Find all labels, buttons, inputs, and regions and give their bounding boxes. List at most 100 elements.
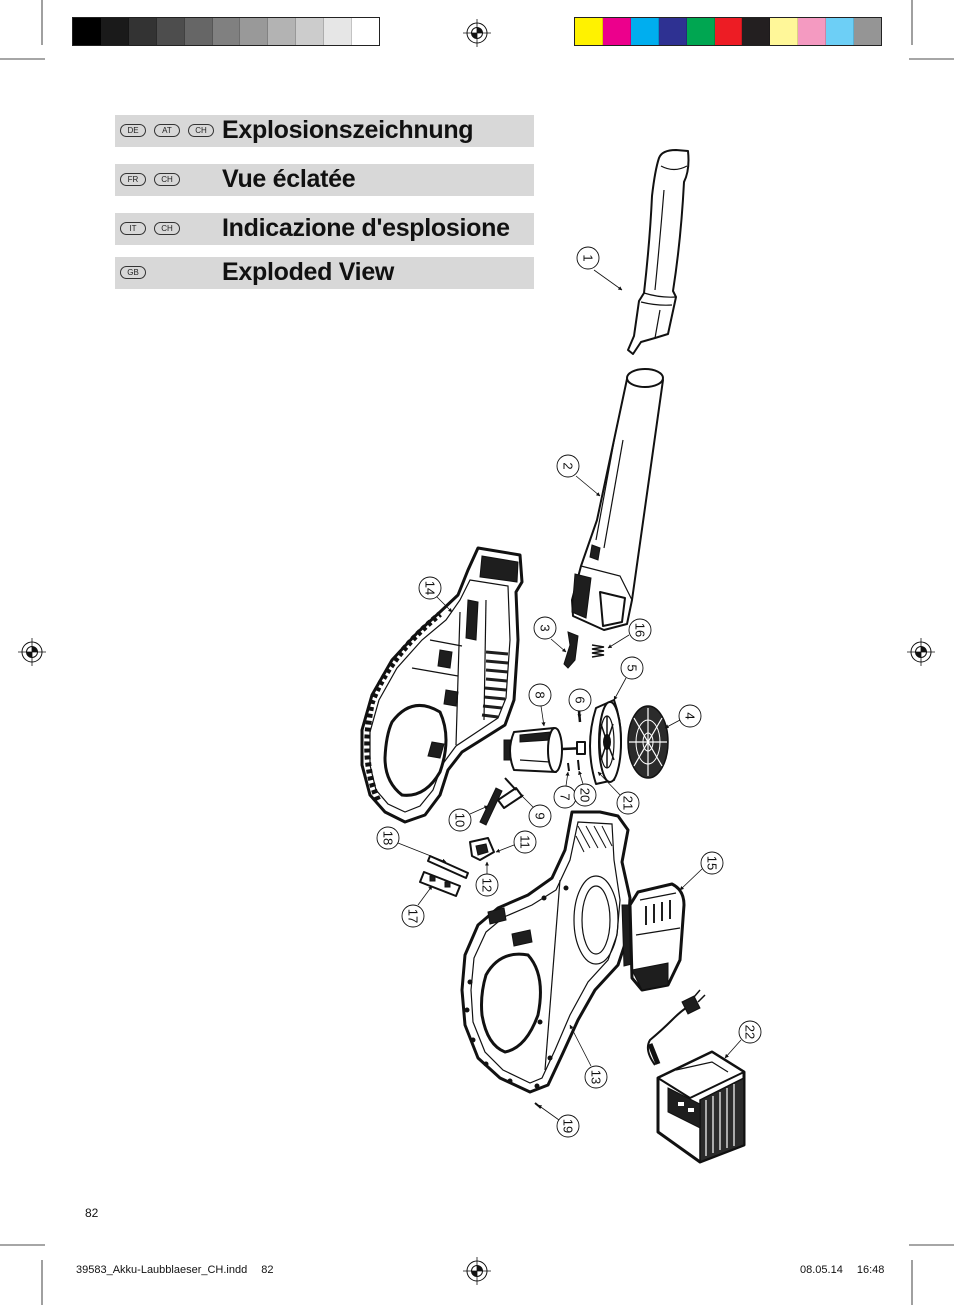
leader-line: [565, 771, 570, 787]
callout-number: 6: [573, 696, 588, 703]
color-patch: [826, 18, 855, 45]
page-number: 82: [85, 1206, 99, 1220]
color-patch: [742, 18, 771, 45]
callout-number: 13: [589, 1070, 604, 1084]
callout-6: 6: [568, 688, 592, 719]
color-patch: [686, 18, 715, 45]
heading-title: Vue éclatée: [222, 165, 356, 193]
part-trim-pieces: [419, 855, 469, 897]
callout-1: 1: [576, 246, 623, 291]
color-patch: [240, 18, 269, 45]
part-motor: [503, 727, 587, 773]
heading-title: Explosionszeichnung: [222, 116, 474, 144]
language-badge: FR: [120, 173, 146, 186]
part-charger: [646, 989, 746, 1164]
callout-14: 14: [418, 576, 453, 613]
leader-line: [597, 771, 621, 796]
heading-it: IT CH Indicazione d'esplosione: [115, 213, 534, 245]
callout-8: 8: [528, 683, 552, 727]
callout-number: 21: [621, 796, 636, 810]
callout-number: 14: [423, 581, 438, 595]
color-patch: [324, 18, 353, 45]
color-patch: [658, 18, 687, 45]
language-badges: DE AT CH: [120, 124, 214, 137]
leader-line: [495, 844, 515, 853]
callout-21: 21: [597, 771, 640, 815]
callout-number: 4: [683, 712, 698, 719]
callout-number: 18: [381, 831, 396, 845]
leader-line: [577, 710, 582, 719]
callout-number: 12: [480, 878, 495, 892]
leader-line: [436, 596, 453, 613]
callout-2: 2: [556, 454, 601, 497]
callout-number: 17: [406, 909, 421, 923]
leader-line: [537, 1104, 560, 1121]
leader-line: [417, 885, 433, 906]
callout-15: 15: [679, 851, 724, 891]
callout-number: 20: [578, 788, 593, 802]
callout-10: 10: [448, 805, 489, 832]
registration-mark: [463, 19, 491, 47]
language-badge: IT: [120, 222, 146, 235]
leader-line: [569, 1024, 592, 1067]
leader-line: [607, 634, 630, 649]
leader-line: [550, 638, 567, 653]
color-patch: [156, 18, 185, 45]
heading-fr: FR CH Vue éclatée: [115, 164, 534, 196]
language-badge: AT: [154, 124, 180, 137]
callout-12: 12: [475, 861, 499, 897]
part-small-bars: [479, 777, 523, 826]
language-badge: DE: [120, 124, 146, 137]
leader-line: [679, 868, 703, 891]
part-lever: [563, 631, 579, 669]
callout-number: 19: [561, 1119, 576, 1133]
color-patch: [770, 18, 799, 45]
callout-number: 9: [533, 812, 548, 819]
part-housing-left: [360, 546, 524, 824]
callout-number: 1: [581, 254, 596, 261]
process-color-bar: [574, 17, 882, 46]
leader-line: [613, 677, 627, 701]
color-patch: [714, 18, 743, 45]
callout-number: 10: [453, 813, 468, 827]
color-patch: [128, 18, 157, 45]
color-patch: [602, 18, 631, 45]
color-patch: [575, 18, 603, 45]
color-patch: [73, 18, 101, 45]
part-switch: [469, 837, 495, 861]
callout-18: 18: [376, 826, 447, 863]
leader-line: [593, 269, 623, 291]
callout-4: 4: [664, 704, 702, 729]
registration-mark: [907, 638, 935, 666]
callout-16: 16: [607, 618, 652, 649]
leader-line: [397, 842, 447, 863]
color-patch: [100, 18, 129, 45]
part-nozzle-tip: [627, 149, 690, 355]
color-patch: [212, 18, 241, 45]
callout-11: 11: [495, 830, 537, 854]
slug-date: 08.05.14: [800, 1264, 843, 1276]
leader-line: [540, 705, 546, 727]
callout-number: 16: [633, 623, 648, 637]
callout-9: 9: [519, 793, 552, 828]
color-patch: [268, 18, 297, 45]
callout-number: 5: [625, 664, 640, 671]
heading-de: DE AT CH Explosionszeichnung: [115, 115, 534, 147]
leader-line: [724, 1039, 742, 1059]
callout-17: 17: [401, 885, 433, 928]
callout-number: 8: [533, 691, 548, 698]
color-patch: [798, 18, 827, 45]
language-badge: GB: [120, 266, 146, 279]
language-badge: CH: [154, 222, 180, 235]
color-patch: [296, 18, 325, 45]
language-badges: FR CH: [120, 173, 180, 186]
heading-title: Indicazione d'esplosione: [222, 214, 510, 242]
part-housing-right: [460, 810, 632, 1094]
heading-gb: GB Exploded View: [115, 257, 534, 289]
callout-3: 3: [533, 616, 567, 653]
callout-5: 5: [613, 656, 644, 701]
heading-title: Exploded View: [222, 258, 395, 286]
